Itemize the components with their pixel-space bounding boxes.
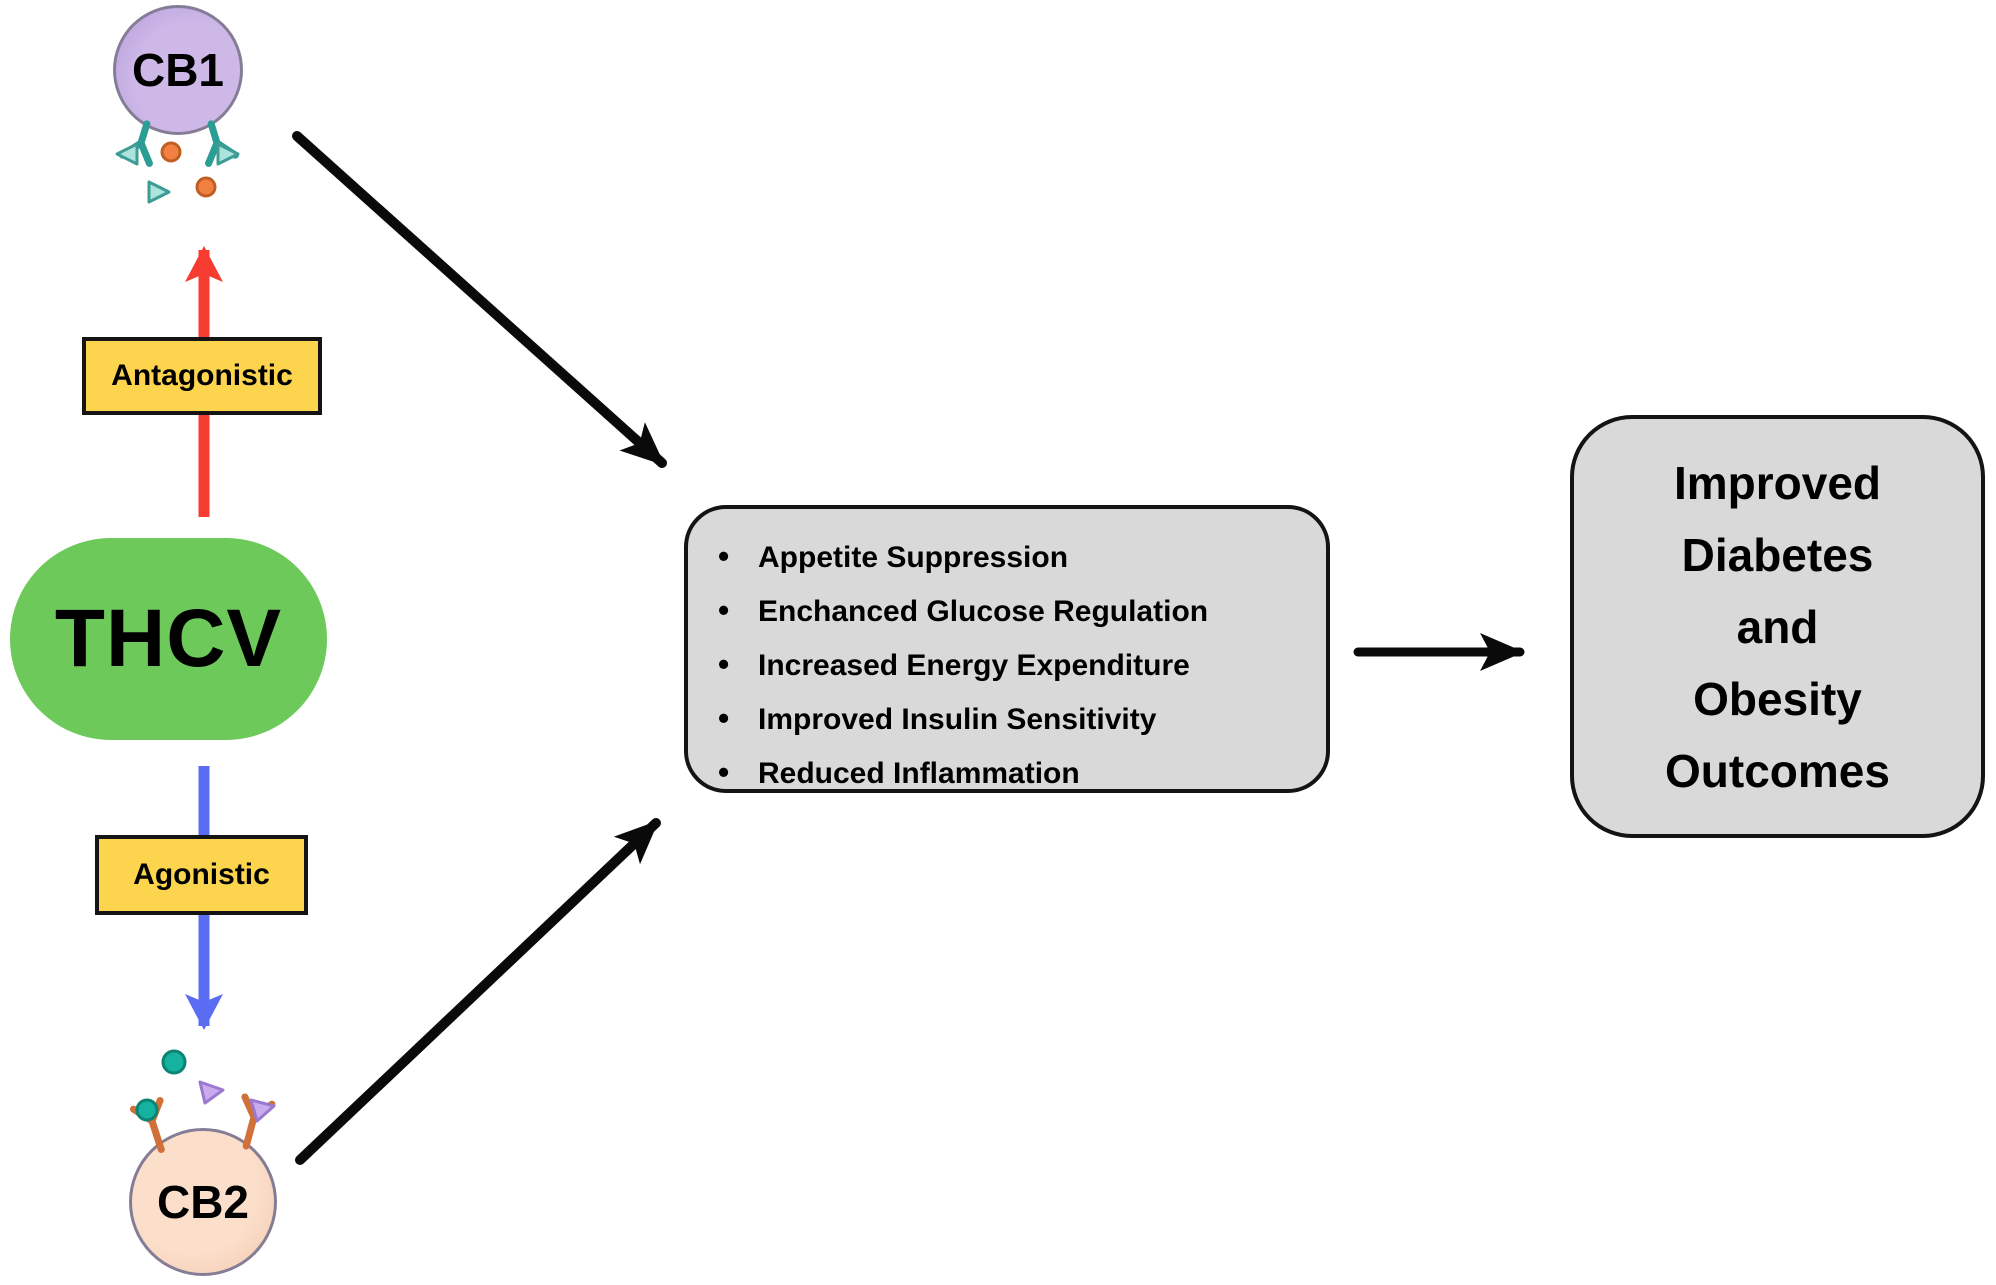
thcv-node: THCV [10, 538, 327, 740]
teal-dot-ligand-icon [161, 1049, 187, 1075]
teal-triangle-ligand-icon [147, 180, 171, 204]
y-receptor-icon [129, 1097, 165, 1154]
cb2-label: CB2 [156, 1176, 250, 1228]
y-receptor-icon [119, 120, 153, 167]
outcome-line: Obesity [1693, 672, 1862, 725]
teal-triangle-ligand-icon [216, 142, 240, 166]
orange-dot-ligand-icon [160, 141, 182, 163]
bullet-icon: • [718, 592, 730, 628]
agonistic-label-box: Agonistic [95, 835, 308, 915]
cb1-to-effects-arrow [292, 131, 667, 468]
effects-box: •Appetite Suppression •Enchanced Glucose… [684, 505, 1330, 793]
effects-item: •Increased Energy Expenditure [718, 638, 1208, 692]
y-receptor-icon [241, 1093, 276, 1150]
outcome-line: Diabetes [1681, 528, 1874, 581]
cb2-receptor-node: CB2 [129, 1128, 277, 1276]
outcome-line: Outcomes [1665, 744, 1890, 797]
effects-list: •Appetite Suppression •Enchanced Glucose… [688, 509, 1222, 800]
teal-triangle-ligand-icon [115, 142, 139, 166]
purple-triangle-ligand-icon [198, 1080, 225, 1105]
antagonistic-label: Antagonistic [111, 359, 293, 392]
bullet-icon: • [718, 646, 730, 682]
cb2-to-effects-arrow [295, 818, 661, 1165]
bullet-icon: • [718, 700, 730, 736]
antagonistic-label-box: Antagonistic [82, 337, 322, 415]
outcome-line: and [1736, 600, 1819, 653]
orange-dot-ligand-icon [195, 176, 217, 198]
bullet-icon: • [718, 754, 730, 790]
agonistic-label: Agonistic [133, 858, 270, 891]
teal-dot-ligand-icon [135, 1098, 159, 1122]
effects-item: •Enchanced Glucose Regulation [718, 584, 1208, 638]
bullet-icon: • [718, 538, 730, 574]
effects-item: •Reduced Inflammation [718, 746, 1208, 800]
y-receptor-icon [205, 120, 239, 167]
purple-triangle-ligand-icon [249, 1098, 276, 1123]
effects-item: •Appetite Suppression [718, 530, 1208, 584]
effects-item: •Improved Insulin Sensitivity [718, 692, 1208, 746]
outcome-box: Improved Diabetes and Obesity Outcomes [1570, 415, 1985, 838]
cb1-label: CB1 [131, 44, 225, 96]
outcome-line: Improved [1673, 456, 1882, 509]
thcv-label: THCV [54, 593, 283, 684]
cb1-receptor-node: CB1 [113, 5, 243, 135]
